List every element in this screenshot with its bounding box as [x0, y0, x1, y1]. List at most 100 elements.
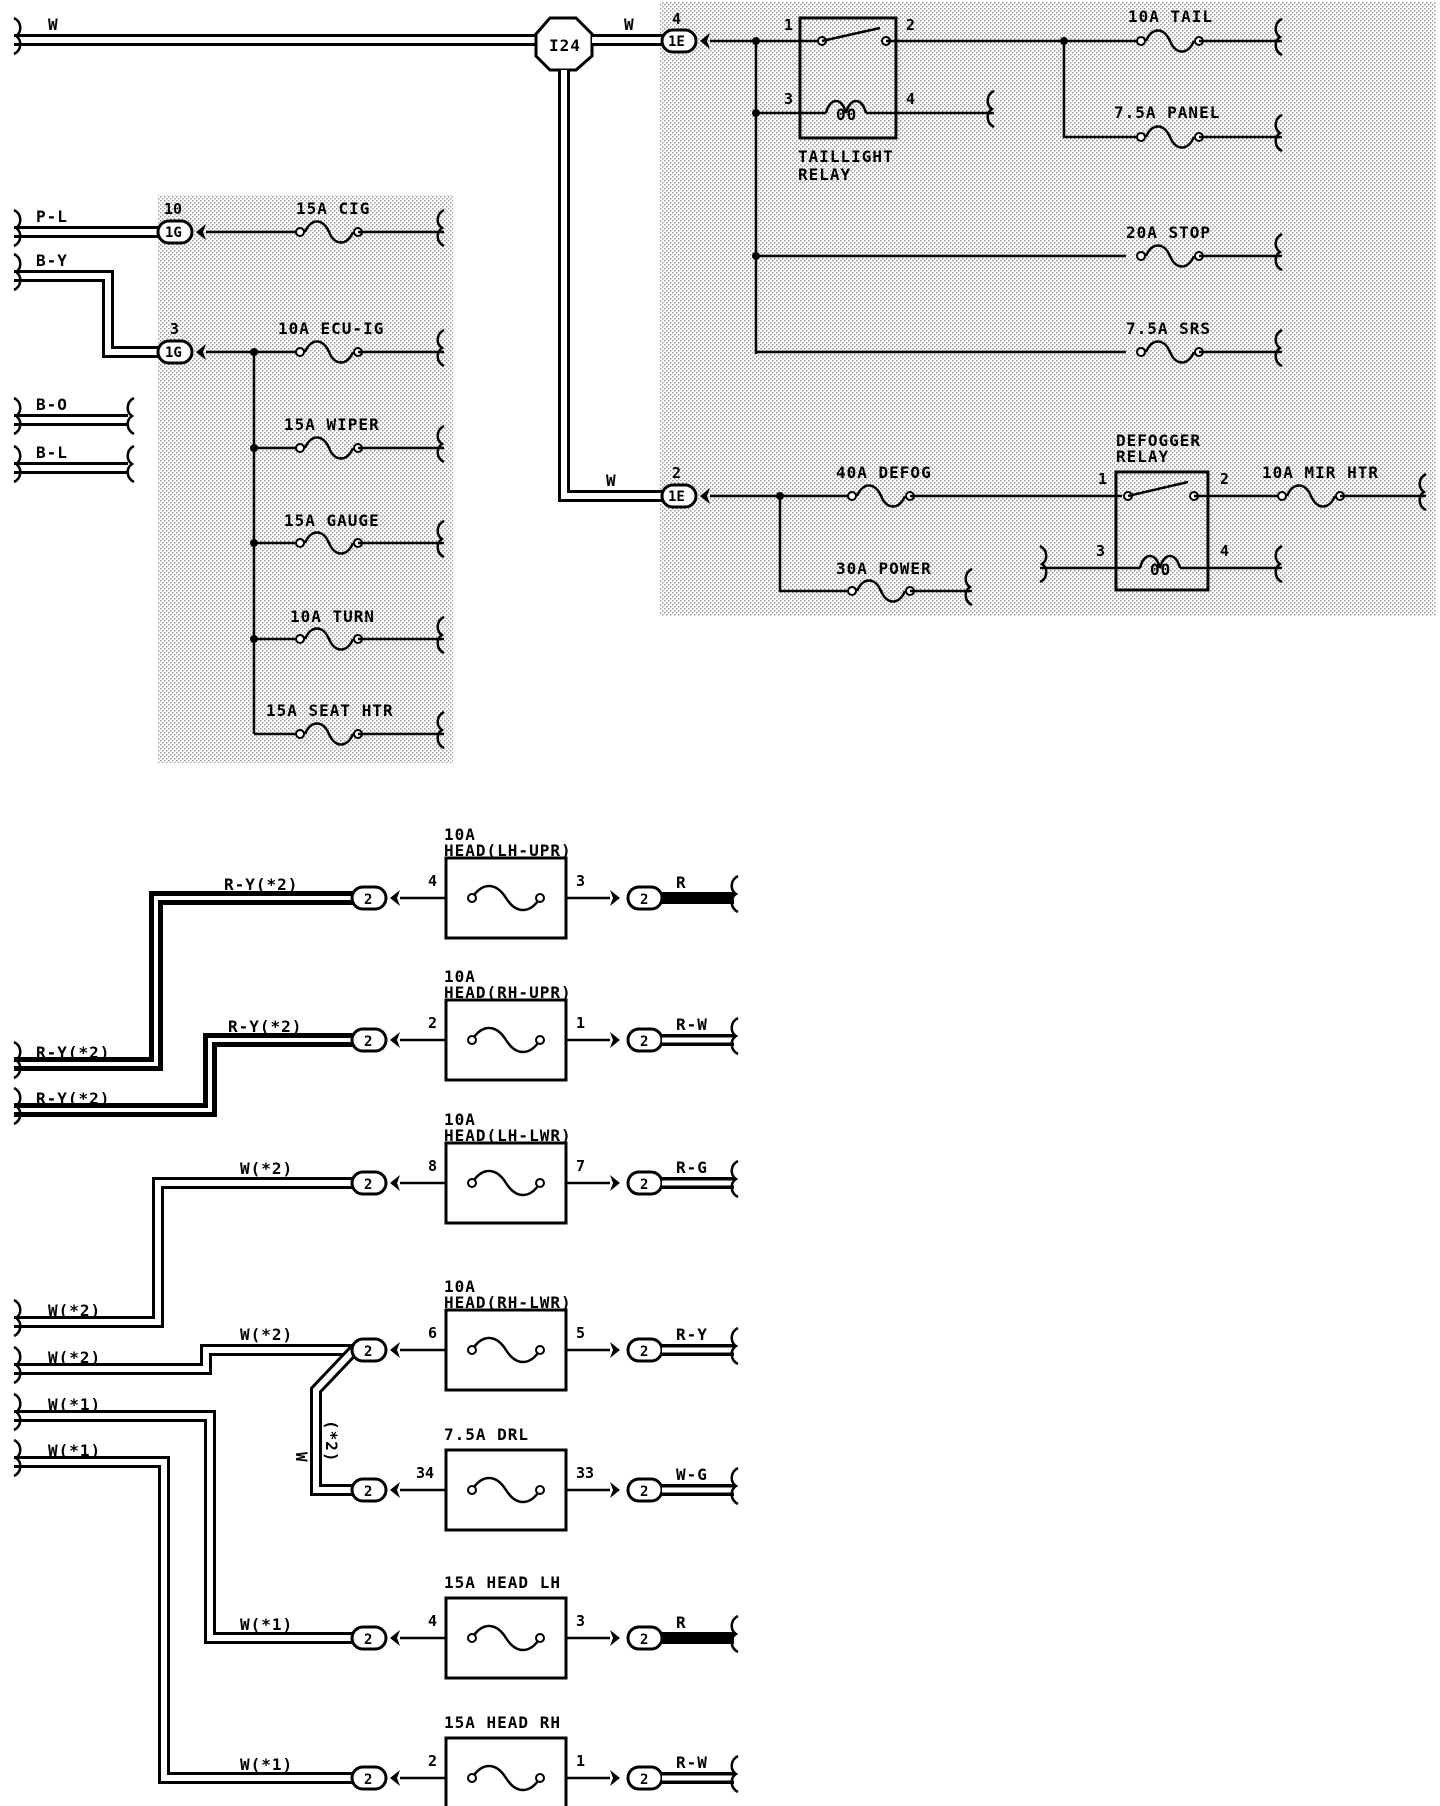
svg-text:P-L: P-L: [36, 207, 68, 226]
svg-text:00: 00: [836, 105, 857, 124]
taillight-relay-label-1: TAILLIGHT: [798, 147, 894, 166]
head-fuse-name: 15A HEAD LH: [444, 1573, 561, 1592]
svg-text:7.5A PANEL: 7.5A PANEL: [1114, 103, 1220, 122]
fuse-mir-htr: 10A MIR HTR: [1194, 463, 1428, 512]
fuse-pin-out: 5: [576, 1324, 585, 1342]
fuse-symbol: [466, 884, 546, 912]
svg-text:R-Y(*2): R-Y(*2): [228, 1017, 302, 1036]
svg-text:00: 00: [1150, 560, 1171, 579]
head-fuse-amp: 10A: [444, 1277, 476, 1296]
head-fuse-amp: 10A: [444, 967, 476, 986]
connector-i24-label: I24: [549, 36, 581, 55]
head-fuse-name: 15A HEAD RH: [444, 1713, 561, 1732]
fuse-pin-out: 1: [576, 1752, 585, 1770]
out-wire-label: R-W: [676, 1015, 708, 1034]
svg-text:3: 3: [170, 320, 179, 338]
connector-2-left-label: 2: [364, 1772, 372, 1788]
out-wire-label: R-G: [676, 1158, 708, 1177]
svg-text:W(*2): W(*2): [240, 1325, 293, 1344]
svg-text:W(*1): W(*1): [240, 1615, 293, 1634]
connector-2-right: 2: [626, 1477, 664, 1503]
connector-2-right-label: 2: [640, 1344, 648, 1360]
svg-text:1: 1: [1098, 470, 1107, 488]
svg-text:1E: 1E: [668, 489, 685, 505]
fuse-ecu-ig: 10A ECU-IG: [278, 319, 446, 368]
svg-text:1E: 1E: [668, 34, 685, 50]
connector-1g-bottom: 1G 3: [156, 320, 206, 365]
svg-text:(*2): (*2): [322, 1420, 341, 1463]
svg-text:40A DEFOG: 40A DEFOG: [836, 463, 932, 482]
fuse-cig: 15A CIG: [206, 199, 446, 248]
out-wire-label: R-Y: [676, 1325, 708, 1344]
connector-2-right-label: 2: [640, 1177, 648, 1193]
fuse-symbol: [466, 1026, 546, 1054]
head-fuse-name: HEAD(LH-UPR): [444, 841, 572, 860]
fuse-panel: 7.5A PANEL: [1062, 41, 1284, 153]
svg-text:R-Y(*2): R-Y(*2): [36, 1089, 110, 1108]
fuse-pin-out: 3: [576, 1612, 585, 1630]
fuse-pin-out: 7: [576, 1157, 585, 1175]
connector-2-left: 2: [350, 1477, 400, 1503]
connector-1e-top: 1E 4: [660, 10, 710, 54]
out-wire-label: R: [676, 873, 687, 892]
defog-bus: 40A DEFOG 30A POWER: [710, 463, 1122, 607]
svg-text:W: W: [624, 15, 635, 34]
svg-text:30A POWER: 30A POWER: [836, 559, 932, 578]
connector-2-right: 2: [626, 1027, 664, 1053]
connector-2-right: 2: [626, 1337, 664, 1363]
wire-pl: P-L: [12, 207, 162, 248]
fuse-tail: 10A TAIL: [1060, 7, 1284, 57]
connector-2-right-label: 2: [640, 1632, 648, 1648]
fuse-symbol: [466, 1764, 546, 1792]
svg-text:B-Y: B-Y: [36, 251, 68, 270]
fuse-gauge: 15A GAUGE: [284, 511, 446, 559]
connector-2-left-label: 2: [364, 1034, 372, 1050]
connector-2-left-label: 2: [364, 1632, 372, 1648]
svg-text:W(*1): W(*1): [240, 1755, 293, 1774]
connector-1g-top: 1G 10: [156, 200, 206, 245]
connector-2-right-label: 2: [640, 1484, 648, 1500]
svg-text:B-O: B-O: [36, 395, 68, 414]
head-bundle-labels: R-Y(*2) R-Y(*2) W(*2) W(*2) W(*1) W(*1) …: [36, 875, 341, 1774]
connector-2-left-label: 2: [364, 1344, 372, 1360]
svg-text:W(*2): W(*2): [240, 1159, 293, 1178]
svg-text:15A GAUGE: 15A GAUGE: [284, 511, 380, 530]
wire-i24-to-1e-bottom: W: [558, 70, 664, 502]
connector-i24: I24: [534, 16, 594, 72]
connector-2-left: 2: [350, 885, 400, 911]
fuse-symbol: [466, 1169, 546, 1197]
fuse-pin-in: 34: [416, 1464, 434, 1482]
svg-text:15A WIPER: 15A WIPER: [284, 415, 380, 434]
svg-text:B-L: B-L: [36, 443, 68, 462]
svg-text:4: 4: [1220, 542, 1229, 560]
wire-i24-to-1e-top: W: [592, 15, 672, 46]
fuse-pin-in: 6: [428, 1324, 437, 1342]
fuse-pin-out: 33: [576, 1464, 594, 1482]
fuse-turn: 10A TURN: [290, 607, 446, 655]
connector-2-left-label: 2: [364, 1177, 372, 1193]
connector-2-right: 2: [626, 1765, 664, 1791]
head-fuse-box: [444, 1736, 568, 1806]
fuse-pin-in: 8: [428, 1157, 437, 1175]
svg-text:W(*2): W(*2): [48, 1348, 101, 1367]
connector-2-left-label: 2: [364, 892, 372, 908]
wire-label-w-top: W: [48, 15, 59, 34]
fuse-srs: 7.5A SRS: [1126, 319, 1284, 368]
out-wire-label: R-W: [676, 1753, 708, 1772]
shaded-area-left: [158, 195, 453, 763]
out-wire-label: R: [676, 1613, 687, 1632]
connector-2-right-label: 2: [640, 892, 648, 908]
connector-2-left: 2: [350, 1170, 400, 1196]
svg-text:10A TURN: 10A TURN: [290, 607, 375, 626]
svg-text:4: 4: [906, 90, 915, 108]
shaded-area-right: [660, 2, 1436, 616]
connector-2-right-label: 2: [640, 1034, 648, 1050]
svg-text:15A SEAT HTR: 15A SEAT HTR: [266, 701, 394, 720]
top-w-wire: W: [12, 15, 548, 56]
svg-text:R-Y(*2): R-Y(*2): [36, 1043, 110, 1062]
fuse-pin-in: 2: [428, 1752, 437, 1770]
svg-text:W(*2): W(*2): [48, 1301, 101, 1320]
